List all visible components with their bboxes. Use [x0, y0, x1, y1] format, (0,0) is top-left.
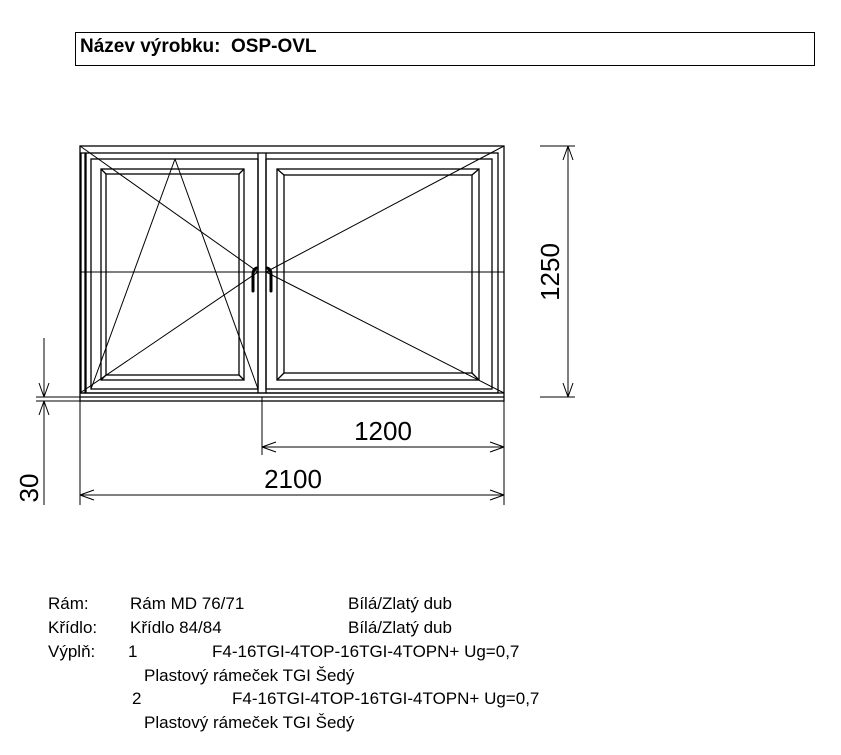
- height-dimension: [540, 145, 575, 398]
- glazing-1-spacer: Plastový rámeček TGI Šedý: [144, 666, 355, 685]
- frame-label: Rám:: [48, 594, 89, 613]
- frame-color: Bílá/Zlatý dub: [348, 594, 452, 613]
- product-title-box: Název výrobku: OSP-OVL: [75, 32, 815, 66]
- mullion: [257, 153, 267, 393]
- total-width-dimension: [79, 401, 505, 505]
- glazing-2-spec: F4-16TGI-4TOP-16TGI-4TOPN+ Ug=0,7: [232, 689, 540, 708]
- left-sash: [90, 158, 259, 390]
- right-sash: [265, 158, 493, 390]
- product-title: Název výrobku: OSP-OVL: [80, 36, 317, 57]
- total-width-label: 2100: [264, 464, 322, 494]
- glazing-1-spec: F4-16TGI-4TOP-16TGI-4TOPN+ Ug=0,7: [212, 642, 520, 661]
- sash-color: Bílá/Zlatý dub: [348, 618, 452, 637]
- window-frame: [79, 145, 505, 402]
- glazing-2-spacer: Plastový rámeček TGI Šedý: [144, 713, 355, 732]
- opening-lines: [79, 145, 505, 394]
- sash-width-dimension: [261, 397, 505, 505]
- glazing-1-number: 1: [128, 642, 138, 661]
- frame-value: Rám MD 76/71: [130, 594, 245, 613]
- glazing-label: Výplň:: [48, 642, 96, 661]
- sash-label: Křídlo:: [48, 618, 98, 637]
- sash-value: Křídlo 84/84: [130, 618, 222, 637]
- dimension-labels: 1250 1200 2100 30: [14, 243, 565, 502]
- handles: [251, 266, 273, 293]
- bottom-offset-dimension: [36, 338, 80, 505]
- bottom-offset-label: 30: [14, 474, 44, 503]
- height-label: 1250: [535, 243, 565, 301]
- glazing-2-number: 2: [132, 689, 142, 708]
- sash-width-label: 1200: [354, 416, 412, 446]
